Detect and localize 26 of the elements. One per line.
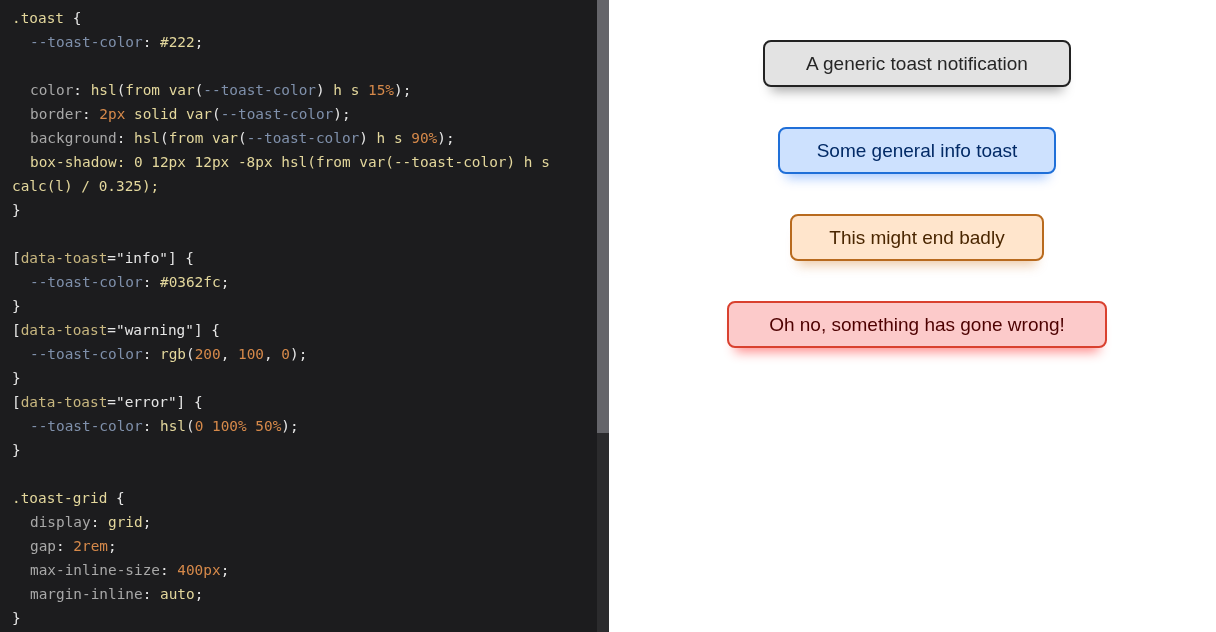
code-line: margin-inline: auto;	[29, 585, 205, 604]
code-line: }	[12, 441, 22, 460]
toast-notification: Some general info toast	[778, 127, 1056, 174]
code-line: box-shadow: 0 12px 12px -8px hsl(from var(--toast-color) h s calc(l) / 0.325);	[12, 153, 551, 196]
code-line: --toast-color: #222;	[29, 33, 205, 52]
code-line: display: grid;	[29, 513, 153, 532]
code-line: color: hsl(from var(--toast-color) h s 15%);	[29, 81, 413, 100]
code-line: --toast-color: #0362fc;	[29, 273, 231, 292]
code-line: background: hsl(from var(--toast-color) h s 90%);	[29, 129, 456, 148]
code-line: gap: 2rem;	[29, 537, 118, 556]
code-line: .toast {	[12, 9, 83, 28]
toast-notification: Oh no, something has gone wrong!	[727, 301, 1107, 348]
code-line: }	[12, 201, 22, 220]
toast-notification: A generic toast notification	[763, 40, 1071, 87]
code-line: [data-toast="warning"] {	[12, 321, 221, 340]
code-line: --toast-color: rgb(200, 100, 0);	[29, 345, 309, 364]
toast-notification: This might end badly	[790, 214, 1044, 261]
code-line: --toast-color: hsl(0 100% 50%);	[29, 417, 300, 436]
code-line: [data-toast="error"] {	[12, 393, 204, 412]
code-line: }	[12, 297, 22, 316]
code-line: }	[12, 609, 22, 628]
code-line: border: 2px solid var(--toast-color);	[29, 105, 352, 124]
code-line: max-inline-size: 400px;	[29, 561, 231, 580]
code-line: }	[12, 369, 22, 388]
code-line: [data-toast="info"] {	[12, 249, 195, 268]
code-line: .toast-grid {	[12, 489, 126, 508]
